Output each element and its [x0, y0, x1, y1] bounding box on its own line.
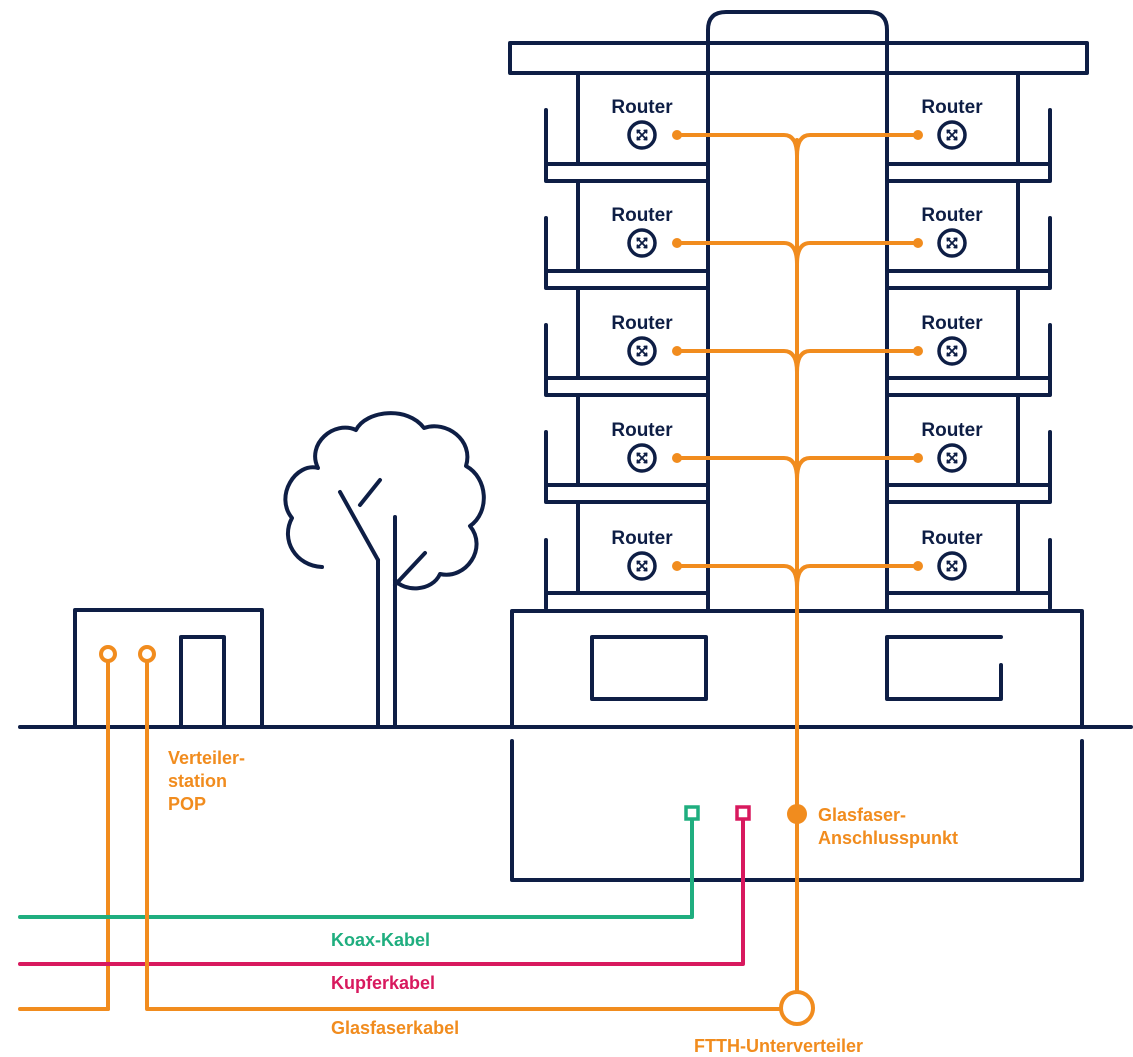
copper-cable-label: Kupferkabel: [331, 973, 435, 993]
router-label: Router: [921, 97, 983, 118]
tree-branch-right: [393, 551, 427, 587]
station-label-line3: POP: [168, 794, 206, 814]
building-stairwell: [706, 10, 889, 612]
coax-port: [684, 805, 700, 821]
router-icon: [627, 443, 657, 473]
ground-floor-window-right: [885, 635, 1003, 701]
router-unit: Router: [611, 528, 673, 581]
router-icon: [937, 443, 967, 473]
balcony-walls-left: [544, 71, 580, 610]
fiber-junction-dot: [913, 346, 923, 356]
router-unit: Router: [611, 313, 673, 366]
tree-twig: [358, 478, 382, 507]
balcony-walls-right: [1016, 71, 1052, 610]
router-label: Router: [921, 420, 983, 441]
station-door: [179, 635, 226, 729]
router-label: Router: [921, 313, 983, 334]
coax-cable-label: Koax-Kabel: [331, 930, 430, 950]
router-unit: Router: [921, 205, 983, 258]
access-point-label-line1: Glasfaser-: [818, 805, 906, 825]
copper-cable-line: [18, 816, 745, 966]
tree-branch-left: [338, 490, 380, 562]
router-label: Router: [611, 205, 673, 226]
distribution-station-pop: Verteiler- station POP: [73, 608, 264, 1011]
router-icon: [937, 336, 967, 366]
fiber-junction-dot: [913, 130, 923, 140]
router-unit: Router: [611, 97, 673, 150]
floor-fiber-branch-left: [675, 241, 799, 266]
floor-fiber-branch-right: [795, 133, 920, 158]
router-icon: [937, 120, 967, 150]
copper-port: [735, 805, 751, 821]
fiber-riser: [672, 130, 923, 1004]
router-label: Router: [611, 97, 673, 118]
router-label: Router: [611, 313, 673, 334]
floor-fiber-branch-left: [675, 564, 799, 589]
fiber-cable-line-2: [145, 659, 782, 1011]
router-icon: [627, 551, 657, 581]
router-unit: Router: [921, 420, 983, 473]
fiber-junction-dot: [913, 238, 923, 248]
router-unit: Router: [921, 97, 983, 150]
router-unit: Router: [611, 205, 673, 258]
fiber-access-point: [787, 804, 807, 824]
floor-slabs-right: [885, 162, 1052, 595]
fiber-junction-dot: [672, 346, 682, 356]
building-roof: [508, 41, 1089, 75]
floor-fiber-branch-right: [795, 564, 920, 589]
router-label: Router: [921, 205, 983, 226]
router-icon: [937, 228, 967, 258]
fiber-junction-dot: [672, 238, 682, 248]
ftth-distributor-label: FTTH-Unterverteiler: [694, 1036, 863, 1056]
router-icon: [937, 551, 967, 581]
router-label: Router: [611, 420, 673, 441]
router-unit: Router: [611, 420, 673, 473]
router-icon: [627, 336, 657, 366]
apartment-building: [508, 10, 1089, 882]
fiber-cable-label: Glasfaserkabel: [331, 1018, 459, 1038]
router-label: Router: [921, 528, 983, 549]
station-port-2: [138, 645, 156, 663]
station-label-line1: Verteiler-: [168, 748, 245, 768]
fiber-junction-dot: [672, 130, 682, 140]
coax-cable-line: [18, 816, 694, 919]
floor-fiber-branch-left: [675, 133, 799, 158]
station-building: [73, 608, 264, 729]
fiber-junction-dot: [672, 561, 682, 571]
floor-fiber-branch-right: [795, 456, 920, 481]
ftth-distributor-node: [779, 990, 815, 1026]
ground-floor-window-left: [590, 635, 708, 701]
floor-fiber-branch-right: [795, 241, 920, 266]
fiber-junction-dot: [913, 453, 923, 463]
router-unit: Router: [921, 528, 983, 581]
station-label-line2: station: [168, 771, 227, 791]
tree-icon: [283, 411, 486, 729]
floor-fiber-branch-right: [795, 349, 920, 374]
router-label: Router: [611, 528, 673, 549]
floor-fiber-branch-left: [675, 349, 799, 374]
router-icon: [627, 228, 657, 258]
fiber-junction-dot: [913, 561, 923, 571]
fiber-junction-dot: [672, 453, 682, 463]
floor-fiber-branch-left: [675, 456, 799, 481]
cables: Koax-Kabel Kupferkabel Glasfaserkabel FT…: [18, 659, 958, 1056]
floor-slabs-left: [544, 162, 710, 595]
router-icon: [627, 120, 657, 150]
router-unit: Router: [921, 313, 983, 366]
access-point-label-line2: Anschlusspunkt: [818, 828, 958, 848]
station-port-1: [99, 645, 117, 663]
tree-crown: [283, 411, 486, 591]
